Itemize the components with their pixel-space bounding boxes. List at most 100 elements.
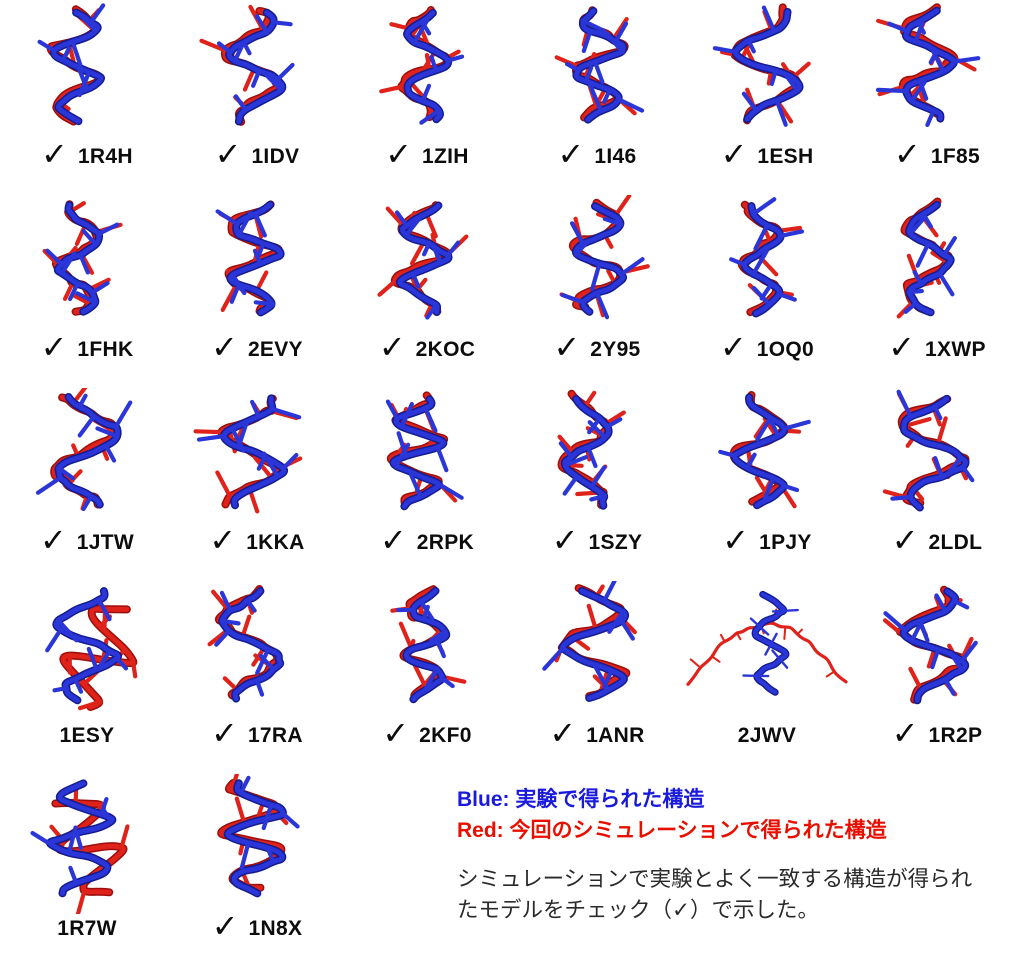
structure-caption: ✓ 1PJY: [722, 524, 812, 559]
rna-structure-render: [559, 195, 650, 320]
pdb-id-label: 2JWV: [737, 724, 797, 747]
structure-cell: ✓ 1FHK: [2, 195, 172, 388]
rna-structure-render: [199, 4, 295, 126]
checkmark-icon: ✓: [720, 136, 748, 172]
structure-caption: ✓ 2Y95: [553, 331, 641, 366]
checkmark-icon: ✓: [211, 329, 238, 365]
structure-caption: ✓ 1KKA: [209, 522, 305, 559]
pdb-id-label: 2KF0: [419, 724, 472, 747]
structure-caption: ✓ 1I46: [557, 136, 637, 173]
checkmark-icon: ✓: [41, 136, 68, 172]
structure-cell: ✓ 1ANR: [512, 581, 682, 774]
checkmark-icon: ✓: [40, 329, 68, 365]
pdb-id-label: 1OQ0: [756, 338, 815, 361]
pdb-id-label: 1R2P: [928, 724, 983, 747]
pdb-id-label: 1ANR: [586, 724, 645, 747]
structure-caption: ✓ 2LDL: [891, 522, 983, 559]
rna-structure-render: [896, 197, 957, 319]
structure-caption: ✓ 2KOC: [378, 329, 475, 366]
checkmark-icon: ✓: [888, 329, 916, 365]
structure-cell: ✓ 1PJY: [682, 388, 852, 581]
structure-cell: ✓ 1OQ0: [682, 195, 852, 388]
pdb-id-label: 2RPK: [416, 531, 475, 554]
structure-caption: ✓ 1ESH: [720, 136, 814, 173]
checkmark-icon: ✓: [557, 136, 585, 172]
structure-cell: ✓ 1I46: [512, 2, 682, 195]
structure-cell: ✓ 1KKA: [172, 388, 342, 581]
pdb-id-label: 1KKA: [246, 531, 305, 554]
rna-structure-render: [557, 389, 626, 510]
structure-caption: ✓ 1XWP: [888, 329, 986, 366]
checkmark-icon: ✓: [891, 715, 919, 751]
pdb-id-label: 1R4H: [77, 145, 133, 168]
pdb-id-label: 1PJY: [759, 531, 812, 554]
structure-cell: ✓ 2JWV: [682, 581, 852, 774]
checkmark-icon: ✓: [891, 522, 919, 558]
checkmark-icon: ✓: [378, 329, 406, 365]
rna-structure-render: [379, 6, 465, 125]
pdb-id-label: 1R7W: [57, 917, 117, 940]
pdb-id-label: 2LDL: [928, 531, 983, 554]
structure-cell: ✓ 1R2P: [852, 581, 1022, 774]
structure-caption: ✓ 2RPK: [379, 522, 475, 559]
structure-caption: ✓ 1R2P: [891, 715, 983, 752]
rna-structure-render: [377, 201, 469, 320]
structure-cell: ✓ 2RPK: [342, 388, 512, 581]
rna-structure-render: [385, 391, 464, 511]
structure-cell: ✓ 1IDV: [172, 2, 342, 195]
structure-cell: ✓ 17RA: [172, 581, 342, 774]
legend: Blue: 実験で得られた構造 Red: 今回のシミュレーションで得られた構造: [457, 784, 887, 846]
structure-caption: ✓ 2JWV: [738, 720, 796, 752]
rna-structure-render: [875, 3, 981, 128]
legend-red-line: Red: 今回のシミュレーションで得られた構造: [457, 819, 887, 842]
structure-caption: ✓ 2EVY: [211, 329, 303, 366]
pdb-id-label: 17RA: [247, 724, 303, 747]
structure-cell: ✓ 2KF0: [342, 581, 512, 774]
structure-cell: ✓ 1R7W: [2, 774, 172, 966]
structure-caption: ✓ 1OQ0: [719, 329, 815, 366]
structure-cell: ✓ 1ESY: [2, 581, 172, 774]
rna-structure-render: [712, 3, 811, 127]
checkmark-icon: ✓: [379, 522, 407, 558]
pdb-id-label: 1IDV: [251, 145, 300, 168]
structure-caption: ✓ 1JTW: [39, 522, 135, 559]
checkmark-icon: ✓: [382, 715, 410, 751]
structure-caption: ✓ 1F85: [894, 136, 980, 173]
checkmark-icon: ✓: [385, 136, 413, 172]
rna-structure-render: [207, 585, 285, 703]
checkmark-icon: ✓: [719, 329, 747, 365]
pdb-id-label: 1I46: [594, 145, 637, 168]
pdb-id-label: 1FHK: [77, 338, 134, 361]
structure-cell: ✓ 1F85: [852, 2, 1022, 195]
structure-caption: ✓ 1R4H: [41, 136, 133, 173]
pdb-id-label: 1N8X: [248, 917, 303, 940]
rna-structure-render: [882, 389, 975, 512]
structure-cell: ✓ 2KOC: [342, 195, 512, 388]
structure-cell: ✓ 1ESH: [682, 2, 852, 195]
rna-structure-render: [45, 587, 138, 711]
structure-cell: ✓ 1JTW: [2, 388, 172, 581]
checkmark-icon: ✓: [894, 136, 921, 172]
checkmark-icon: ✓: [211, 715, 238, 751]
rna-structure-render: [35, 388, 133, 512]
rna-structure-render: [37, 3, 106, 126]
rna-structure-render: [718, 391, 811, 510]
rna-structure-render: [42, 200, 123, 316]
rna-structure-render: [554, 6, 645, 124]
pdb-id-label: 1ESY: [59, 724, 115, 747]
checkmark-icon: ✓: [551, 522, 579, 558]
structure-cell: ✓ 2EVY: [172, 195, 342, 388]
pdb-id-label: 1JTW: [76, 531, 135, 554]
pdb-id-label: 1ESH: [757, 145, 814, 168]
structure-cell: ✓ 1SZY: [512, 388, 682, 581]
pdb-id-label: 2Y95: [590, 338, 641, 361]
structure-caption: ✓ 1SZY: [551, 522, 643, 559]
checkmark-icon: ✓: [39, 522, 67, 558]
checkmark-icon: ✓: [209, 522, 237, 558]
rna-structure-render: [193, 394, 303, 514]
rna-structure-render: [542, 581, 637, 702]
checkmark-icon: ✓: [211, 908, 239, 944]
structure-caption: ✓ 1N8X: [211, 908, 303, 945]
